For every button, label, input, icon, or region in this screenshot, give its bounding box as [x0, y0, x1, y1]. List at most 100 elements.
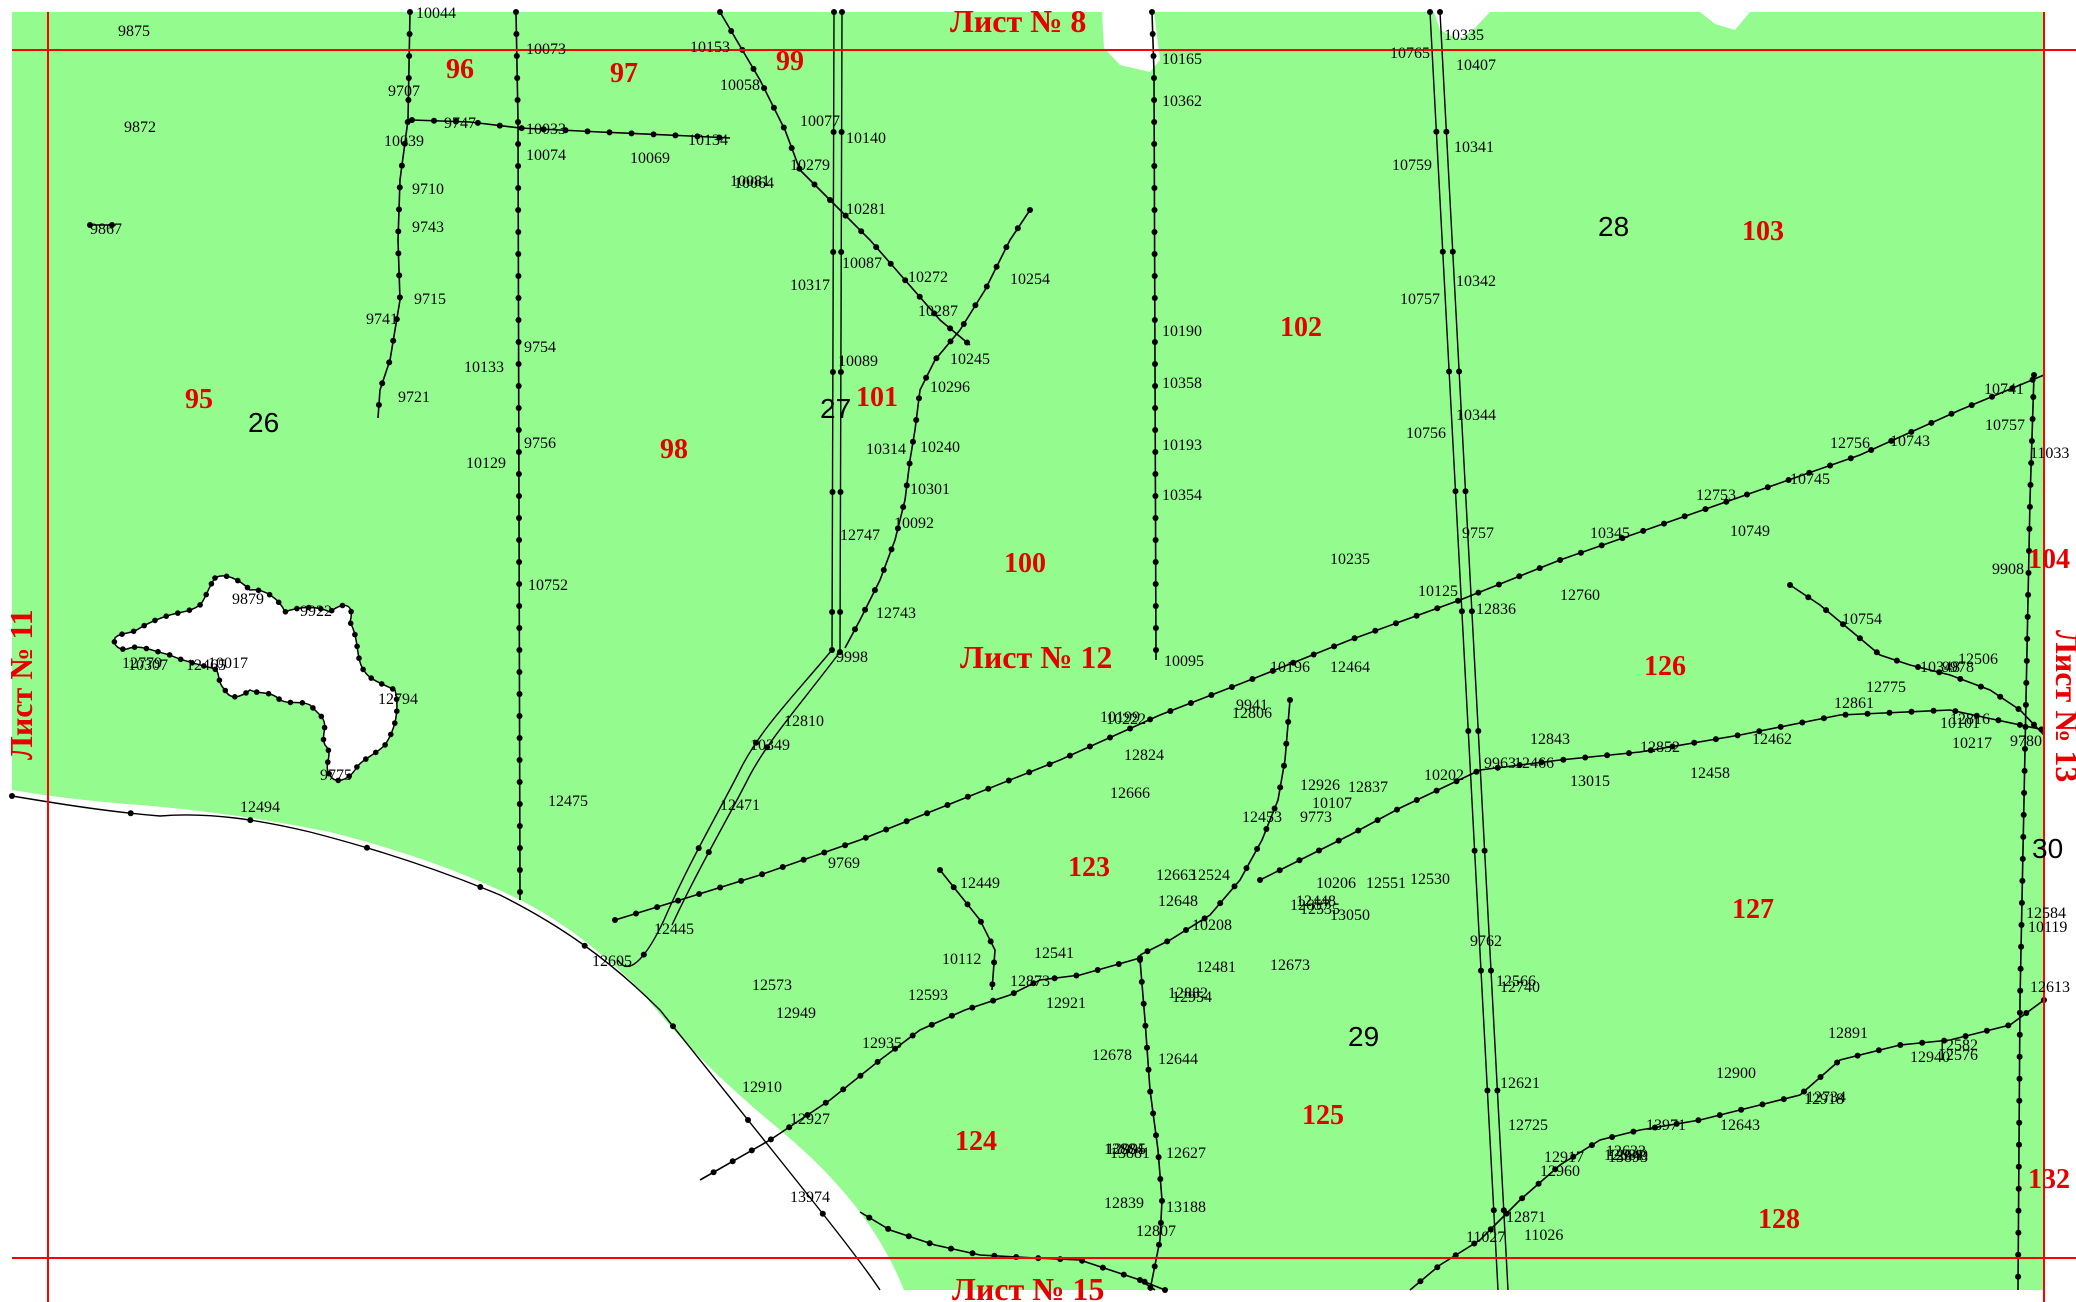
point-label: 9743: [412, 219, 444, 236]
point-label: 9707: [388, 83, 420, 100]
survey-point-dot: [1847, 455, 1854, 462]
survey-point-dot: [1936, 669, 1943, 676]
lake-point-dot: [328, 607, 335, 614]
survey-point-dot: [1864, 710, 1871, 717]
survey-point-dot: [804, 1112, 811, 1118]
survey-point-dot: [829, 609, 836, 615]
survey-point-dot: [2021, 767, 2028, 774]
block-labels: 95 96 97 98 99 100 101 102 103 104 123 1…: [185, 46, 2070, 1235]
survey-point-dot: [1455, 597, 1461, 604]
survey-point-dot: [892, 1045, 899, 1052]
block-label: 132: [2028, 1164, 2070, 1195]
survey-point-dot: [1452, 1252, 1459, 1259]
block-label: 100: [1004, 548, 1046, 579]
survey-point-dot: [515, 251, 522, 257]
survey-point-dot: [837, 649, 843, 655]
point-label: 12643: [1720, 1117, 1760, 1134]
survey-point-dot: [401, 140, 408, 147]
lake-point-dot: [356, 655, 362, 661]
roads: [11, 11, 1509, 1291]
point-label: 10193: [1162, 437, 1202, 454]
survey-point-dot: [2017, 987, 2024, 994]
survey-point-dot: [829, 369, 836, 375]
survey-point-dot: [1759, 1101, 1766, 1108]
point-label: 10341: [1454, 139, 1494, 156]
point-label: 13974: [790, 1189, 830, 1206]
survey-point-dot: [1538, 759, 1545, 766]
survey-point-dot: [1673, 1120, 1680, 1127]
lake-point-dot: [321, 724, 328, 731]
point-label: 10317: [790, 277, 830, 294]
survey-point-dot: [1120, 1271, 1127, 1278]
survey-point-dot: [1316, 847, 1322, 854]
point-label: 10165: [1162, 51, 1202, 68]
survey-point-dot: [1152, 603, 1159, 609]
point-label: 12775: [1866, 679, 1906, 696]
point-label: 12453: [1242, 809, 1282, 826]
survey-point-dot: [2018, 943, 2025, 950]
point-label: 10765: [1390, 45, 1430, 62]
survey-point-dot: [395, 228, 402, 235]
point-label: 12576: [1938, 1047, 1978, 1064]
lake-point-dot: [130, 628, 137, 635]
survey-point-dot: [2015, 1163, 2022, 1170]
lake-point-dot: [325, 747, 332, 754]
survey-point-dot: [1151, 295, 1158, 301]
survey-point-dot: [1201, 915, 1208, 922]
survey-point-dot: [1764, 484, 1771, 491]
point-label: 12681: [1604, 1147, 1644, 1164]
lake-point-dot: [216, 677, 223, 683]
survey-point-dot: [1630, 1128, 1637, 1135]
survey-point-dot: [584, 128, 591, 135]
block-label: 96: [446, 54, 474, 85]
point-label: 12926: [1300, 777, 1340, 794]
block-label: 101: [856, 382, 898, 413]
survey-point-dot: [837, 489, 844, 495]
survey-point-dot: [1277, 784, 1284, 791]
point-label: 12760: [1560, 587, 1600, 604]
point-label: 12921: [1046, 995, 1086, 1012]
survey-point-dot: [767, 1136, 774, 1143]
lake-point-dot: [208, 581, 215, 587]
survey-point-dot: [1868, 447, 1875, 453]
point-label: 12462: [1752, 731, 1792, 748]
survey-point-dot: [837, 609, 844, 615]
point-label: 12551: [1366, 875, 1406, 892]
survey-point-dot: [650, 131, 657, 138]
survey-point-dot: [1452, 488, 1459, 495]
survey-point-dot: [1231, 883, 1238, 890]
survey-point-dot: [1854, 1052, 1861, 1059]
survey-point-dot: [821, 849, 828, 856]
survey-point-dot: [1156, 1241, 1162, 1248]
point-label: 13971: [1646, 1117, 1686, 1134]
lake-point-dot: [152, 617, 158, 624]
survey-point-dot: [2015, 1207, 2022, 1214]
section-label: 27: [820, 393, 851, 424]
survey-point-dot: [838, 249, 845, 255]
survey-point-dot: [913, 417, 920, 423]
lake-point-dot: [212, 666, 219, 673]
block-label: 97: [610, 58, 638, 89]
lake-point-dot: [382, 742, 388, 748]
survey-point-dot: [716, 134, 723, 141]
survey-point-dot: [923, 374, 930, 381]
survey-point-dot: [989, 981, 996, 988]
point-label: 10362: [1162, 93, 1202, 110]
survey-point-dot: [1157, 1176, 1164, 1182]
survey-point-dot: [1151, 141, 1158, 147]
survey-point-dot: [2015, 1185, 2022, 1192]
survey-point-dot: [1137, 1277, 1143, 1283]
point-label: 12839: [1104, 1195, 1144, 1212]
point-label: 10754: [1842, 611, 1882, 628]
survey-point-dot: [1893, 657, 1900, 664]
survey-point-dot: [2015, 1273, 2022, 1280]
block-label: 103: [1742, 216, 1784, 247]
survey-point-dot: [1856, 635, 1863, 642]
survey-point-dot: [2018, 899, 2025, 906]
point-label: 12584: [2026, 905, 2066, 922]
survey-point-dot: [496, 122, 503, 129]
lake-point-dot: [197, 602, 203, 608]
survey-point-dot: [1577, 549, 1584, 556]
point-label: 9710: [412, 181, 444, 198]
